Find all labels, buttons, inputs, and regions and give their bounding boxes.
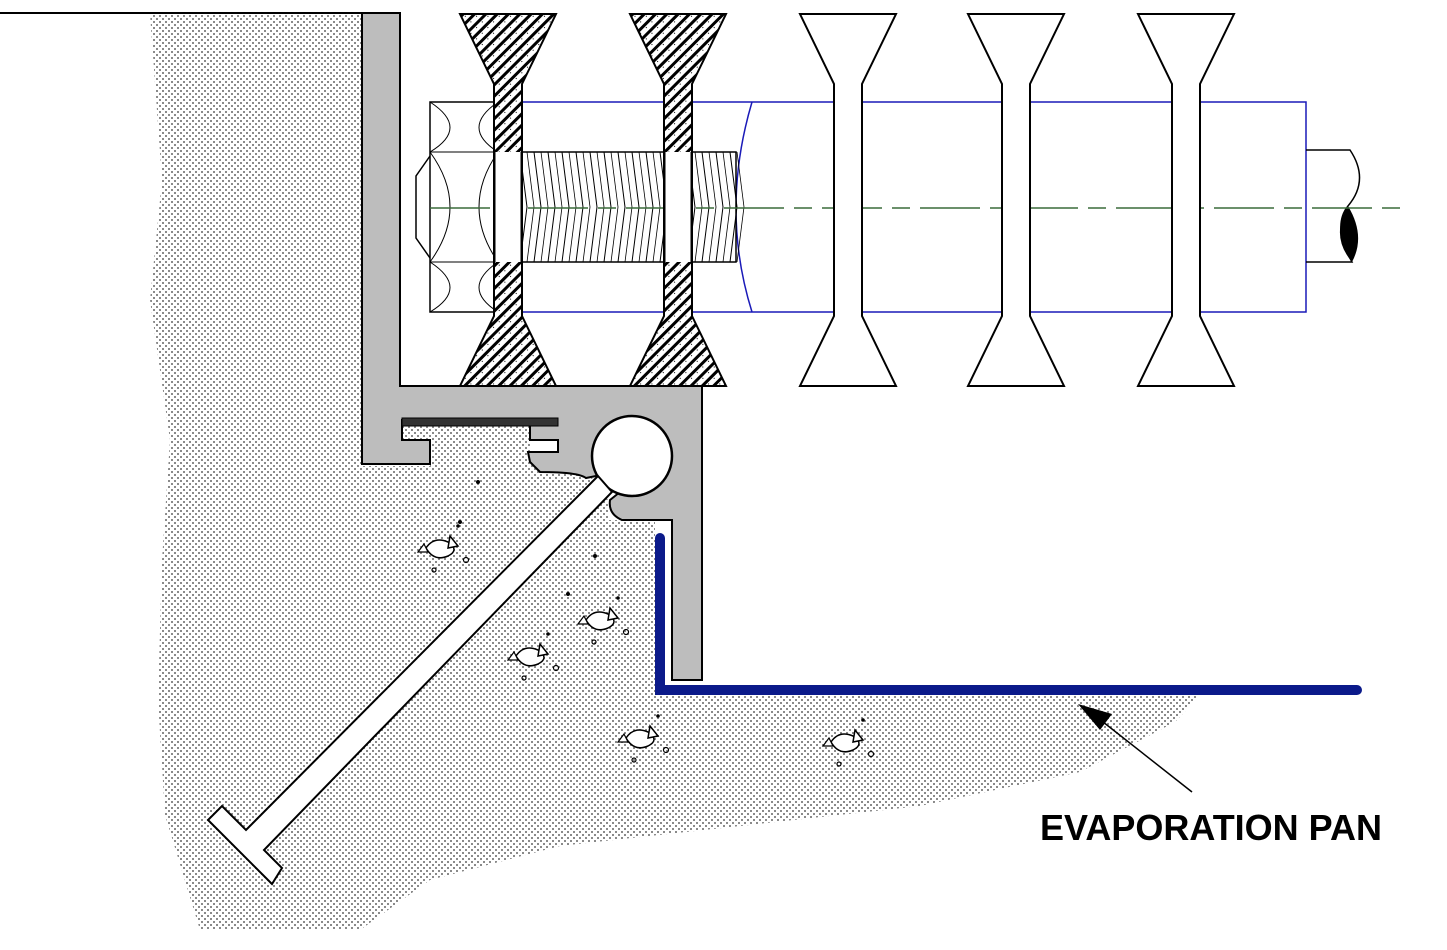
pebble [647,724,660,739]
thread-line [694,151,703,263]
pebble-dot [566,592,570,596]
pebble [625,729,655,749]
pebble-dot [431,567,437,573]
pebble [607,606,620,621]
pebble [425,539,455,559]
plain-fin [1136,13,1236,387]
pebble-dot [662,746,670,754]
thread-line [603,151,612,263]
thread-line [568,151,577,263]
bolt-threads [497,151,745,263]
thread-line [617,151,626,263]
fin-group [458,13,1236,387]
pebble [821,736,834,747]
thread-line [638,151,647,263]
thread-line [708,151,717,263]
pebble-dot [476,480,480,484]
pebble [585,611,615,631]
thread-line [715,151,724,263]
pebble [852,728,865,743]
shaft-end-break [1339,206,1359,262]
thread-line [540,151,549,263]
thread-line [582,151,591,263]
thread-line [561,151,570,263]
pebble-dot [521,675,527,681]
pebble-dot [616,596,620,600]
plain-fin [798,13,898,387]
thread-line [729,151,738,263]
pebble [515,647,545,667]
thread-line [631,151,640,263]
pebble-dot [867,750,875,758]
pebble-dot [836,761,842,767]
evaporation-pan [655,533,1362,695]
pebble-dot [656,714,660,718]
plain-fin [966,13,1066,387]
hex-bolt-head [415,101,499,313]
pebble-dot [593,554,597,558]
callout-label-evaporation-pan: EVAPORATION PAN [1040,807,1382,848]
pebble-dot [631,757,637,763]
callout-arrowhead [1078,704,1112,730]
pebble-dot [552,664,560,672]
thread-line [596,151,605,263]
thread-line [736,151,745,263]
thread-line [645,151,654,263]
fin-bolt-gap [665,152,691,262]
aggregate-pebbles [416,480,875,767]
pebble [416,542,429,553]
channel-top-bar [401,417,559,427]
thread-line [652,151,661,263]
shaft-body [520,101,1307,313]
callout-leader-line [1097,717,1193,793]
pebble [616,732,629,743]
pebble-dot [456,524,460,528]
pebble [447,534,460,549]
round-bead [590,414,674,498]
thread-line [610,151,619,263]
pebble [576,614,589,625]
pebble-dot [861,718,865,722]
thread-line [547,151,556,263]
thread-line [722,151,731,263]
thread-line [701,151,710,263]
thread-line [526,151,535,263]
concrete-body [150,14,1205,930]
pebble-dot [462,556,470,564]
fin-bolt-gap [495,152,521,262]
pebble-dot [622,628,630,636]
thread-line [533,151,542,263]
pebble-dot [546,632,550,636]
thread-line [554,151,563,263]
anchor-arm [206,474,614,886]
thread-line [589,151,598,263]
thread-line [624,151,633,263]
thread-line [575,151,584,263]
pebble-dot [458,520,462,524]
pebble-dot [591,639,597,645]
pebble [506,650,519,661]
pebble [830,733,860,753]
pebble [537,642,550,657]
